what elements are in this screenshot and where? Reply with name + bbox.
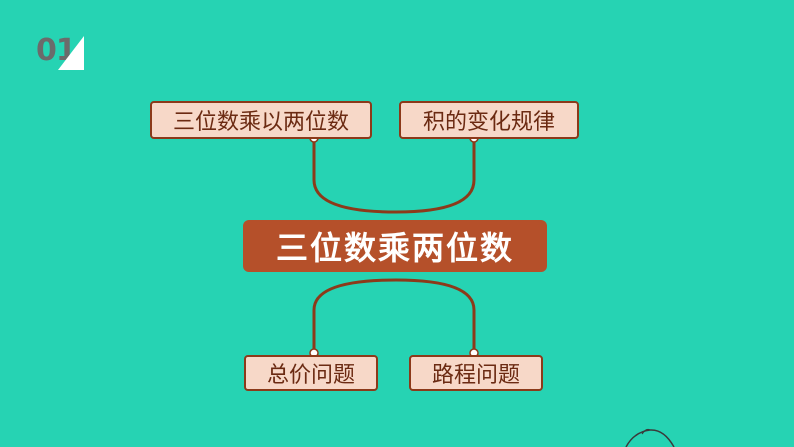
node-three-digit-times-two-digit: 三位数乘以两位数 <box>150 101 372 139</box>
central-topic: 三位数乘两位数 <box>243 220 547 272</box>
node-product-change-rule: 积的变化规律 <box>399 101 579 139</box>
decorative-outline-icon <box>625 428 675 447</box>
node-distance-problem: 路程问题 <box>409 355 543 391</box>
badge-triangle-icon <box>58 36 84 70</box>
node-total-price-problem: 总价问题 <box>244 355 378 391</box>
